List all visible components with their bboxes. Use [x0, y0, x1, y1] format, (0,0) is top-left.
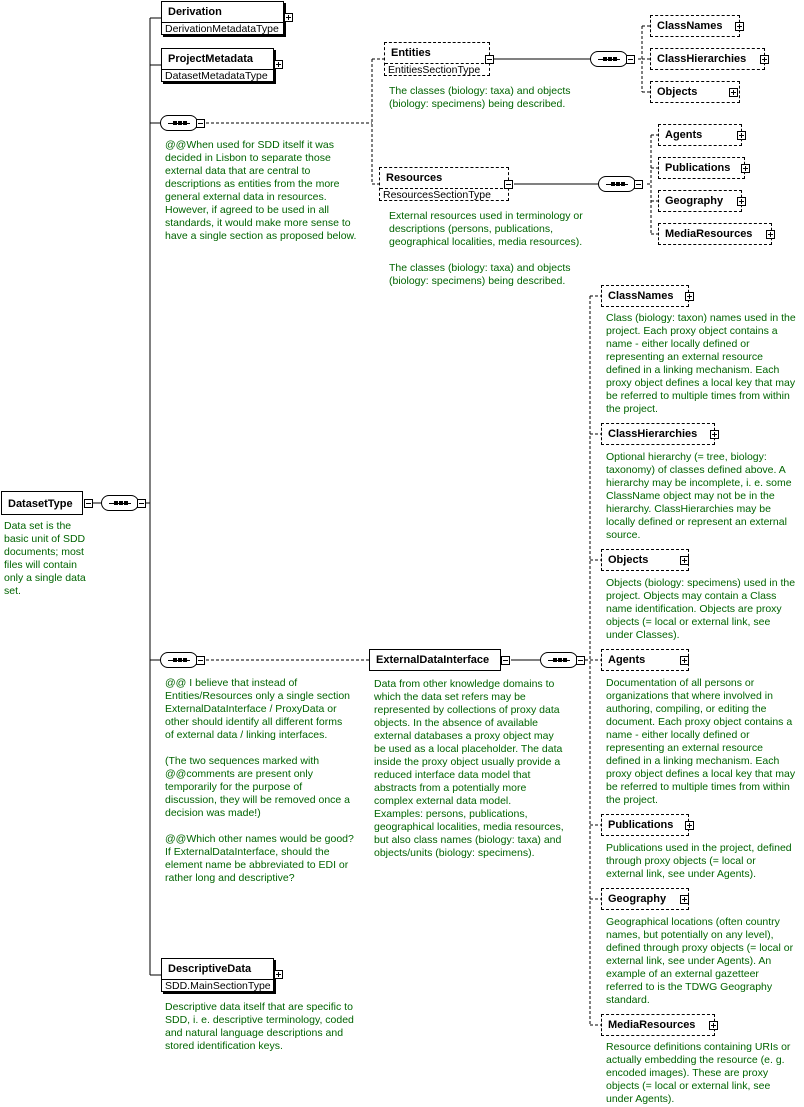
descriptive-data-element-name: DescriptiveData	[168, 963, 252, 975]
sequence-compositor-icon	[540, 652, 578, 668]
expand-icon[interactable]	[737, 131, 746, 140]
child-element-name: MediaResources	[608, 1019, 696, 1031]
descriptive-data-element-box[interactable]: DescriptiveData SDD.MainSectionType	[161, 958, 274, 992]
edi-child-agents-doc: Documentation of all persons or organiza…	[606, 677, 796, 806]
collapse-icon[interactable]	[485, 55, 494, 64]
resources-element-name: Resources	[386, 172, 443, 184]
collapse-icon[interactable]	[626, 55, 635, 64]
resources-element-doc: External resources used in terminology o…	[389, 210, 583, 287]
edi-child-publications[interactable]: Publications	[601, 814, 689, 836]
expand-icon[interactable]	[709, 1021, 718, 1030]
derivation-element-name: Derivation	[168, 6, 222, 18]
entities-element-doc: The classes (biology: taxa) and objects …	[389, 85, 571, 110]
edi-child-classnames-doc: Class (biology: taxon) names used in the…	[606, 312, 796, 415]
child-element-name: ClassNames	[608, 290, 674, 302]
child-element-name: Objects	[608, 554, 649, 566]
descriptive-data-element-type: SDD.MainSectionType	[162, 979, 273, 993]
collapse-icon[interactable]	[576, 656, 585, 665]
sequence-compositor-icon	[590, 51, 628, 67]
collapse-icon[interactable]	[196, 119, 205, 128]
sequence-2-doc: @@ I believe that instead of Entities/Re…	[165, 677, 354, 884]
child-element-name: Publications	[665, 162, 731, 174]
sequence-compositor-icon	[101, 495, 139, 511]
edi-child-classnames[interactable]: ClassNames	[601, 285, 689, 307]
child-element-name: Objects	[657, 86, 698, 98]
expand-icon[interactable]	[274, 970, 283, 979]
resources-child-geography[interactable]: Geography	[658, 190, 742, 212]
expand-icon[interactable]	[729, 88, 738, 97]
sequence-1-doc: @@When used for SDD itself it was decide…	[165, 139, 357, 242]
collapse-icon[interactable]	[501, 656, 510, 665]
child-element-name: Agents	[665, 129, 703, 141]
edi-child-agents[interactable]: Agents	[601, 649, 689, 671]
expand-icon[interactable]	[680, 556, 689, 565]
expand-icon[interactable]	[680, 895, 689, 904]
derivation-element-type: DerivationMetadataType	[162, 22, 283, 36]
edi-child-objects[interactable]: Objects	[601, 549, 689, 571]
resources-element-type: ResourcesSectionType	[380, 188, 508, 202]
expand-icon[interactable]	[685, 821, 694, 830]
sequence-compositor-icon	[160, 115, 198, 131]
edi-child-mediaresources-doc: Resource definitions containing URIs or …	[606, 1041, 791, 1105]
sequence-compositor-icon	[598, 176, 636, 192]
collapse-icon[interactable]	[634, 180, 643, 189]
expand-icon[interactable]	[735, 22, 744, 31]
entities-element-type: EntitiesSectionType	[385, 63, 489, 77]
collapse-icon[interactable]	[84, 499, 93, 508]
edi-child-classhierarchies-doc: Optional hierarchy (= tree, biology: tax…	[606, 451, 792, 541]
edi-child-geography[interactable]: Geography	[601, 888, 689, 910]
expand-icon[interactable]	[760, 55, 769, 64]
edi-child-mediaresources[interactable]: MediaResources	[601, 1014, 715, 1036]
entities-child-classhierarchies[interactable]: ClassHierarchies	[650, 48, 765, 70]
child-element-name: Geography	[608, 893, 667, 905]
external-data-interface-name: ExternalDataInterface	[376, 654, 490, 666]
project-metadata-element-box[interactable]: ProjectMetadata DatasetMetadataType	[161, 48, 274, 82]
entities-element-box[interactable]: Entities EntitiesSectionType	[384, 42, 490, 76]
child-element-name: ClassHierarchies	[657, 53, 747, 65]
edi-child-publications-doc: Publications used in the project, define…	[606, 842, 792, 880]
expand-icon[interactable]	[766, 230, 775, 239]
expand-icon[interactable]	[710, 430, 719, 439]
edi-child-geography-doc: Geographical locations (often country na…	[606, 916, 794, 1006]
collapse-icon[interactable]	[137, 499, 146, 508]
external-data-interface-doc: Data from other knowledge domains to whi…	[374, 678, 564, 859]
root-element-box[interactable]: DatasetType	[1, 491, 83, 515]
collapse-icon[interactable]	[504, 180, 513, 189]
child-element-name: Geography	[665, 195, 724, 207]
expand-icon[interactable]	[741, 164, 750, 173]
descriptive-data-element-doc: Descriptive data itself that are specifi…	[165, 1001, 354, 1052]
expand-icon[interactable]	[737, 197, 746, 206]
root-element-name: DatasetType	[8, 498, 73, 510]
resources-child-publications[interactable]: Publications	[658, 157, 745, 179]
collapse-icon[interactable]	[196, 656, 205, 665]
expand-icon[interactable]	[284, 13, 293, 22]
child-element-name: Agents	[608, 654, 646, 666]
resources-element-box[interactable]: Resources ResourcesSectionType	[379, 167, 509, 201]
resources-child-mediaresources[interactable]: MediaResources	[658, 223, 772, 245]
expand-icon[interactable]	[680, 656, 689, 665]
edi-child-objects-doc: Objects (biology: specimens) used in the…	[606, 577, 796, 641]
child-element-name: MediaResources	[665, 228, 753, 240]
child-element-name: ClassNames	[657, 20, 723, 32]
entities-element-name: Entities	[391, 47, 431, 59]
expand-icon[interactable]	[274, 60, 283, 69]
entities-child-classnames[interactable]: ClassNames	[650, 15, 740, 37]
resources-child-agents[interactable]: Agents	[658, 124, 742, 146]
derivation-element-box[interactable]: Derivation DerivationMetadataType	[161, 1, 284, 35]
edi-child-classhierarchies[interactable]: ClassHierarchies	[601, 423, 715, 445]
project-metadata-element-type: DatasetMetadataType	[162, 69, 273, 83]
sequence-compositor-icon	[160, 652, 198, 668]
external-data-interface-box[interactable]: ExternalDataInterface	[369, 649, 501, 671]
project-metadata-element-name: ProjectMetadata	[168, 53, 253, 65]
child-element-name: ClassHierarchies	[608, 428, 698, 440]
root-element-doc: Data set is the basic unit of SDD docume…	[4, 520, 86, 597]
expand-icon[interactable]	[685, 292, 694, 301]
child-element-name: Publications	[608, 819, 674, 831]
entities-child-objects[interactable]: Objects	[650, 81, 740, 103]
